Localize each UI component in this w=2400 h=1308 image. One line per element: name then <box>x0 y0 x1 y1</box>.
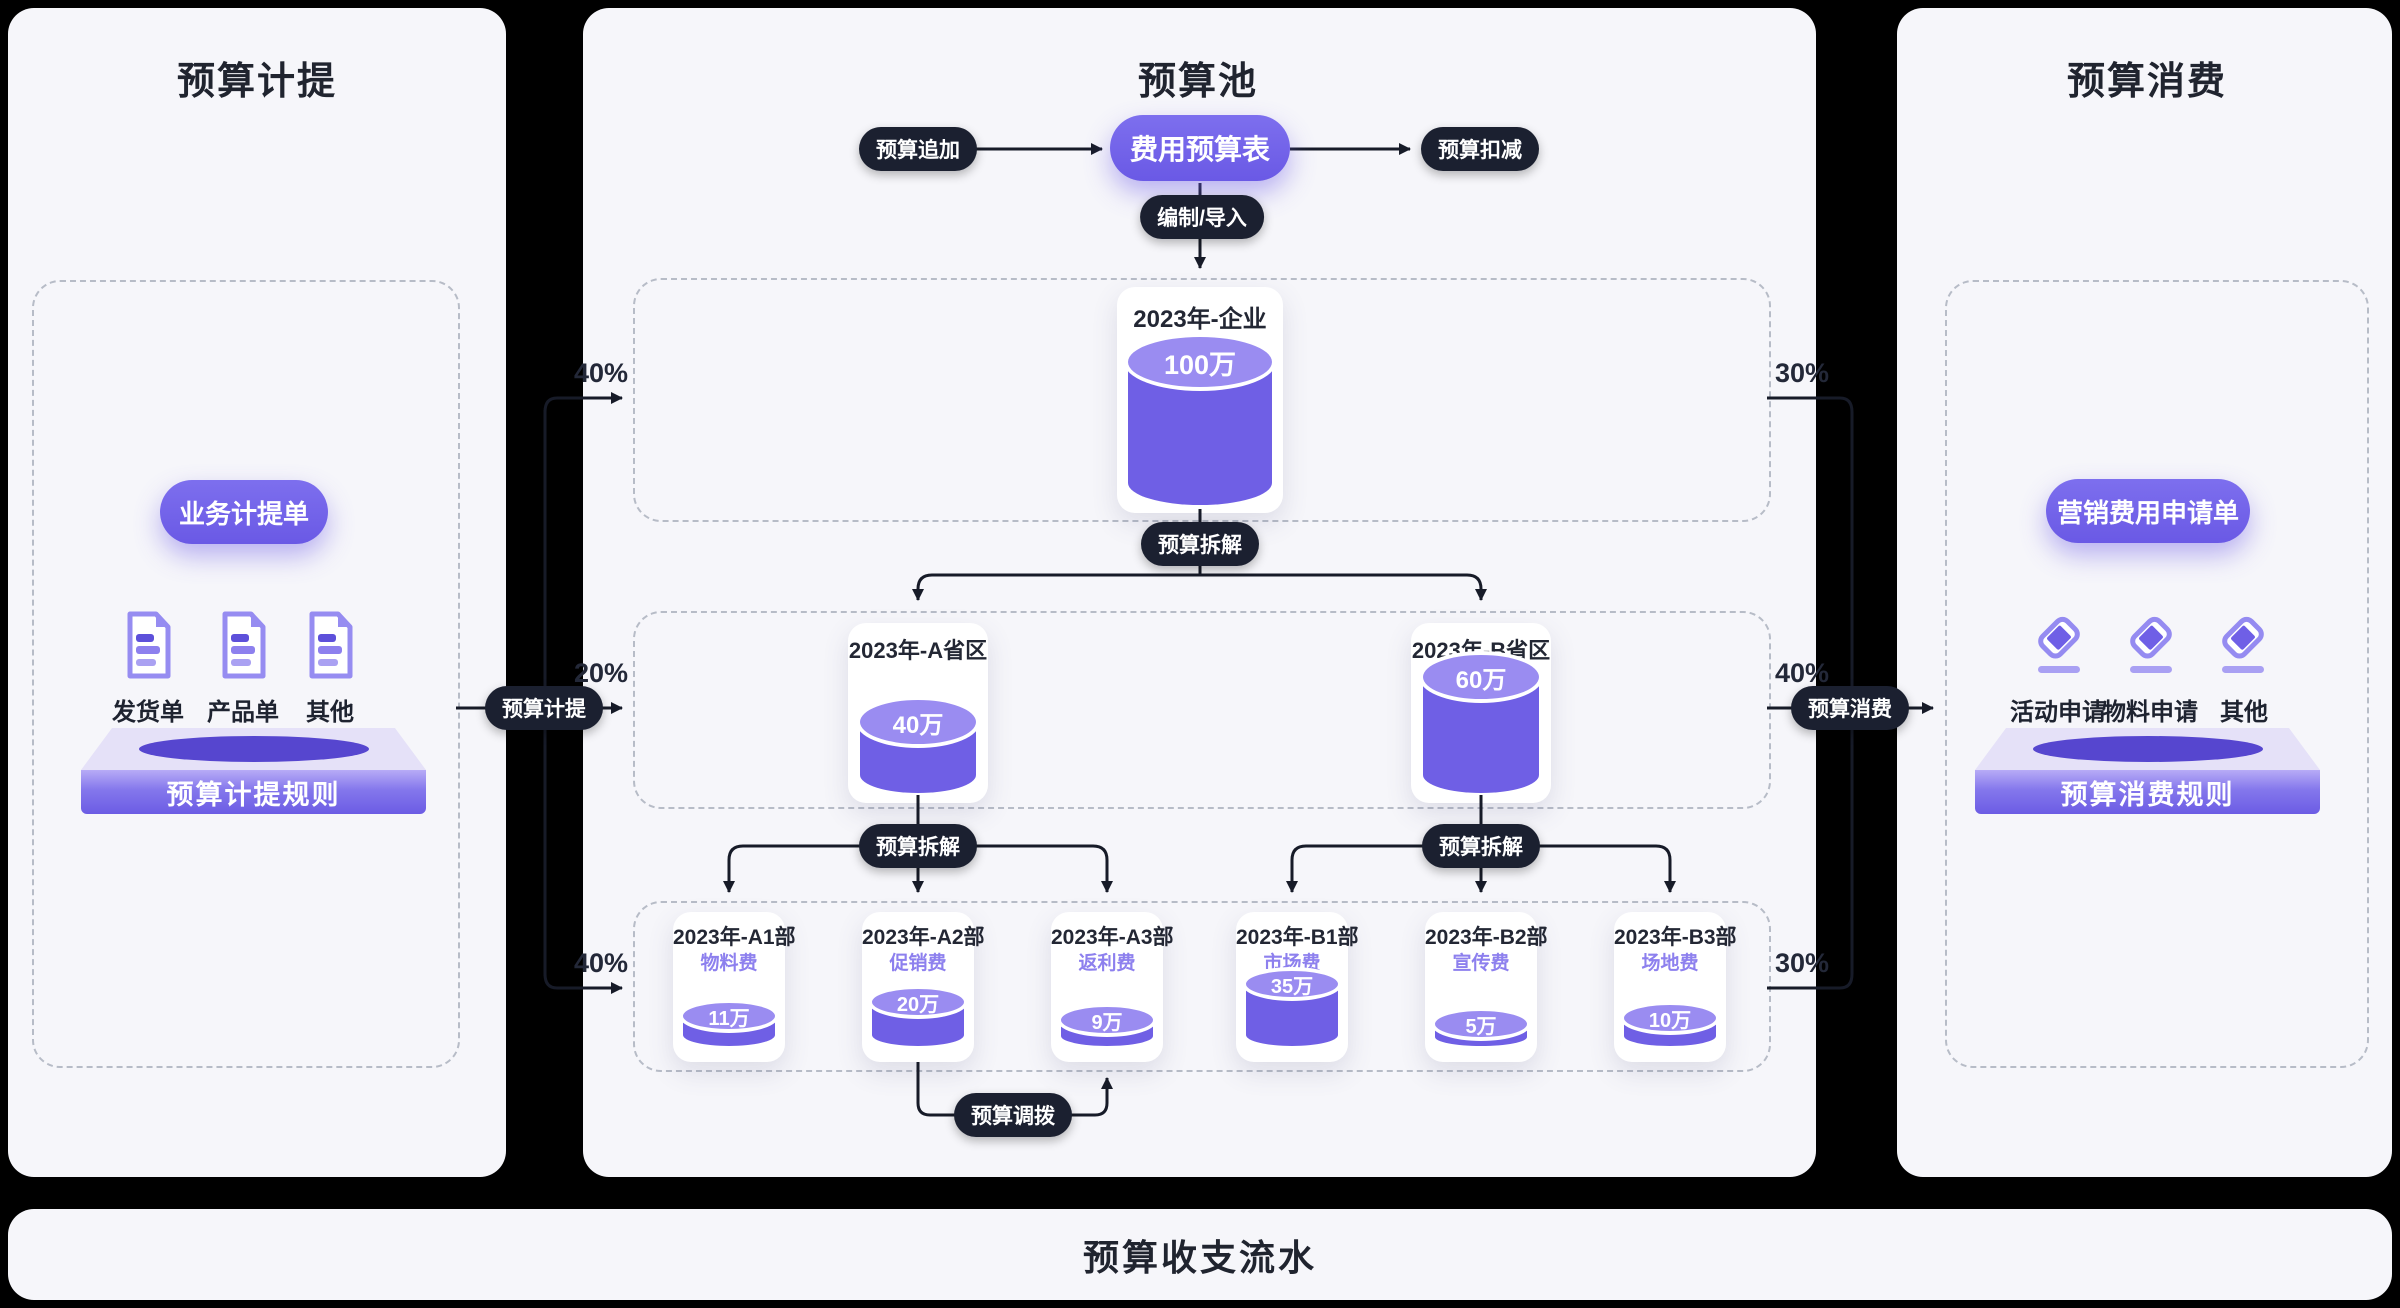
dept-b2-fee: 宣传费 <box>1452 953 1510 974</box>
panel-budget-accrual <box>8 8 506 1177</box>
consume-rules-platform: 预算消费规则 <box>1975 728 2320 814</box>
dept-a2-fee: 促销费 <box>889 953 947 974</box>
split-badge-province-a: 预算拆解 <box>859 824 977 868</box>
split-badge-province-b: 预算拆解 <box>1422 824 1540 868</box>
accrual-edge-badge: 预算计提 <box>485 686 603 730</box>
platform-hole <box>138 736 369 762</box>
pool-panel-title: 预算池 <box>1137 61 1258 103</box>
budget-ledger-bar: 预算收支流水 <box>8 1209 2392 1300</box>
accrual-rules-label: 预算计提规则 <box>81 770 426 814</box>
compile-import-badge: 编制/导入 <box>1140 195 1264 239</box>
budget-add-badge: 预算追加 <box>859 127 977 171</box>
accrual-rules-platform: 预算计提规则 <box>81 728 426 814</box>
dept-b3-label: 2023年-B3部 <box>1614 926 1737 949</box>
marker-pen-icon <box>2030 616 2088 683</box>
budget-deduct-badge: 预算扣减 <box>1421 127 1539 171</box>
doc-label-other: 其他 <box>306 699 354 726</box>
dept-a1-label: 2023年-A1部 <box>673 926 796 949</box>
dept-a1-cylinder-value: 11万 <box>679 999 779 1033</box>
dept-a2-label: 2023年-A2部 <box>862 926 985 949</box>
right-percent-top: 30% <box>1775 358 1830 388</box>
marker-pen-icon <box>2122 616 2180 683</box>
dept-b2-node: 2023年-B2部 宣传费 5万 <box>1425 912 1548 1062</box>
province-b-cylinder-value: 60万 <box>1419 651 1543 703</box>
dept-a3-fee: 返利费 <box>1078 953 1136 974</box>
dept-b3-cylinder-value: 10万 <box>1620 1001 1720 1035</box>
app-label-material: 物料申请 <box>2102 699 2198 726</box>
province-a-node: 2023年-A省区 40万 <box>848 623 988 803</box>
dept-a2-node: 2023年-A2部 促销费 20万 <box>862 912 985 1062</box>
accrual-panel-title: 预算计提 <box>176 61 337 103</box>
platform-hole <box>2032 736 2263 762</box>
consume-dashed-box <box>1945 280 2369 1068</box>
dept-b1-cylinder-value: 35万 <box>1242 967 1342 1001</box>
enterprise-cylinder-body <box>1124 362 1276 509</box>
province-a-label: 2023年-A省区 <box>848 638 988 663</box>
enterprise-cylinder-value: 100万 <box>1124 333 1276 391</box>
dept-b3-node: 2023年-B3部 场地费 10万 <box>1614 912 1737 1062</box>
accrual-dashed-box <box>32 280 460 1068</box>
dept-a3-label: 2023年-A3部 <box>1051 926 1174 949</box>
marketing-expense-request-pill: 营销费用申请单 <box>2046 479 2250 543</box>
dept-b1-label: 2023年-B1部 <box>1236 926 1359 949</box>
expense-budget-sheet-pill: 费用预算表 <box>1110 115 1290 181</box>
dept-b2-cylinder-value: 5万 <box>1431 1007 1531 1041</box>
province-b-node: 2023年-B省区 60万 <box>1411 623 1551 803</box>
document-icon <box>219 610 267 685</box>
dept-b1-node: 2023年-B1部 市场费 35万 <box>1236 912 1359 1062</box>
document-icon <box>306 610 354 685</box>
left-percent-bottom: 40% <box>573 948 628 978</box>
consume-rules-label: 预算消费规则 <box>1975 770 2320 814</box>
doc-label-shipping: 发货单 <box>112 699 184 726</box>
document-icon <box>124 610 172 685</box>
dept-b3-fee: 场地费 <box>1641 953 1699 974</box>
business-accrual-pill: 业务计提单 <box>160 480 328 544</box>
left-percent-middle: 20% <box>573 658 628 688</box>
dept-a2-cylinder-value: 20万 <box>868 985 968 1019</box>
dept-a1-fee: 物料费 <box>700 953 758 974</box>
budget-ledger-title: 预算收支流水 <box>1082 1236 1317 1278</box>
app-label-activity: 活动申请 <box>2010 699 2106 726</box>
dept-a1-node: 2023年-A1部 物料费 11万 <box>673 912 796 1062</box>
right-percent-bottom: 30% <box>1775 948 1830 978</box>
enterprise-label: 2023年-企业 <box>1133 306 1267 333</box>
dept-a3-cylinder-value: 9万 <box>1057 1003 1157 1037</box>
marker-pen-icon <box>2214 616 2272 683</box>
left-percent-top: 40% <box>573 358 628 388</box>
consume-panel-title: 预算消费 <box>2066 61 2227 103</box>
app-label-other: 其他 <box>2220 699 2268 726</box>
enterprise-node: 2023年-企业 100万 <box>1117 287 1283 513</box>
pool-level2-dashed-box <box>633 611 1771 809</box>
doc-label-product: 产品单 <box>207 699 279 726</box>
panel-budget-consume <box>1897 8 2392 1177</box>
right-percent-middle: 40% <box>1775 658 1830 688</box>
split-badge-level1: 预算拆解 <box>1141 522 1259 566</box>
platform-top-face <box>81 728 426 770</box>
transfer-badge: 预算调拨 <box>954 1093 1072 1137</box>
consume-edge-badge: 预算消费 <box>1791 686 1909 730</box>
pool-level1-dashed-box <box>633 278 1771 522</box>
province-a-cylinder-value: 40万 <box>856 696 980 748</box>
dept-a3-node: 2023年-A3部 返利费 9万 <box>1051 912 1174 1062</box>
dept-b2-label: 2023年-B2部 <box>1425 926 1548 949</box>
platform-top-face <box>1975 728 2320 770</box>
